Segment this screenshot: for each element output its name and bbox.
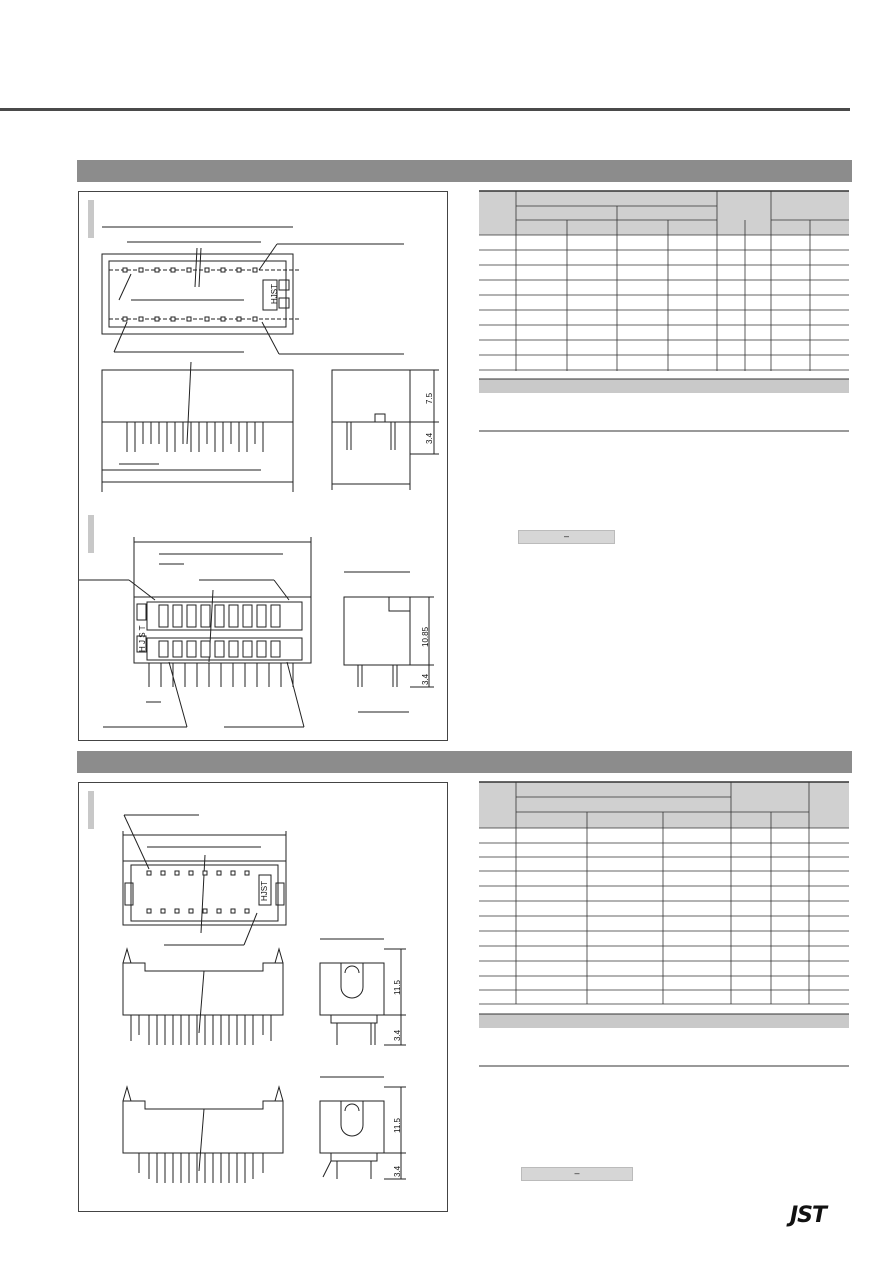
drawing-top-view	[79, 226, 439, 728]
header-rule	[0, 108, 850, 111]
spec-table-2	[479, 781, 849, 1072]
view-marker-1b	[88, 515, 94, 553]
marking-bottom: HJST	[260, 881, 269, 901]
drawing-panel-1: HJST 7.5 3.4 H J S T 10.85 3.4	[78, 191, 448, 741]
tolerance-box-1: –	[518, 530, 615, 544]
marking-top: HJST	[270, 284, 279, 304]
tolerance-box-2: –	[521, 1167, 633, 1181]
spec-table-2-grid	[479, 781, 849, 1067]
dim-pin-bottom-a: 3.4	[393, 1029, 402, 1041]
spec-table-1-grid	[479, 190, 849, 432]
dim-height-side: 10.85	[421, 626, 430, 647]
spec-table-1	[479, 190, 849, 432]
dim-pin-side: 3.4	[421, 673, 430, 685]
section-band-1	[77, 160, 852, 182]
drawing-panel-2: HJST 11.5 3.4 11.5 3.4	[78, 782, 448, 1212]
dim-pin-top: 3.4	[425, 432, 434, 444]
dim-pin-bottom-b: 3.4	[393, 1165, 402, 1177]
view-marker-1a	[88, 200, 94, 238]
section-band-2	[77, 751, 852, 773]
drawing-bottom-view	[122, 814, 406, 1183]
marking-side: H J S T	[138, 625, 147, 652]
view-marker-2a	[88, 791, 94, 829]
dim-height-bottom-b: 11.5	[393, 1118, 402, 1133]
dim-height-bottom-a: 11.5	[393, 980, 402, 995]
jst-logo: JST	[790, 1203, 827, 1228]
dim-height-top: 7.5	[425, 392, 434, 404]
